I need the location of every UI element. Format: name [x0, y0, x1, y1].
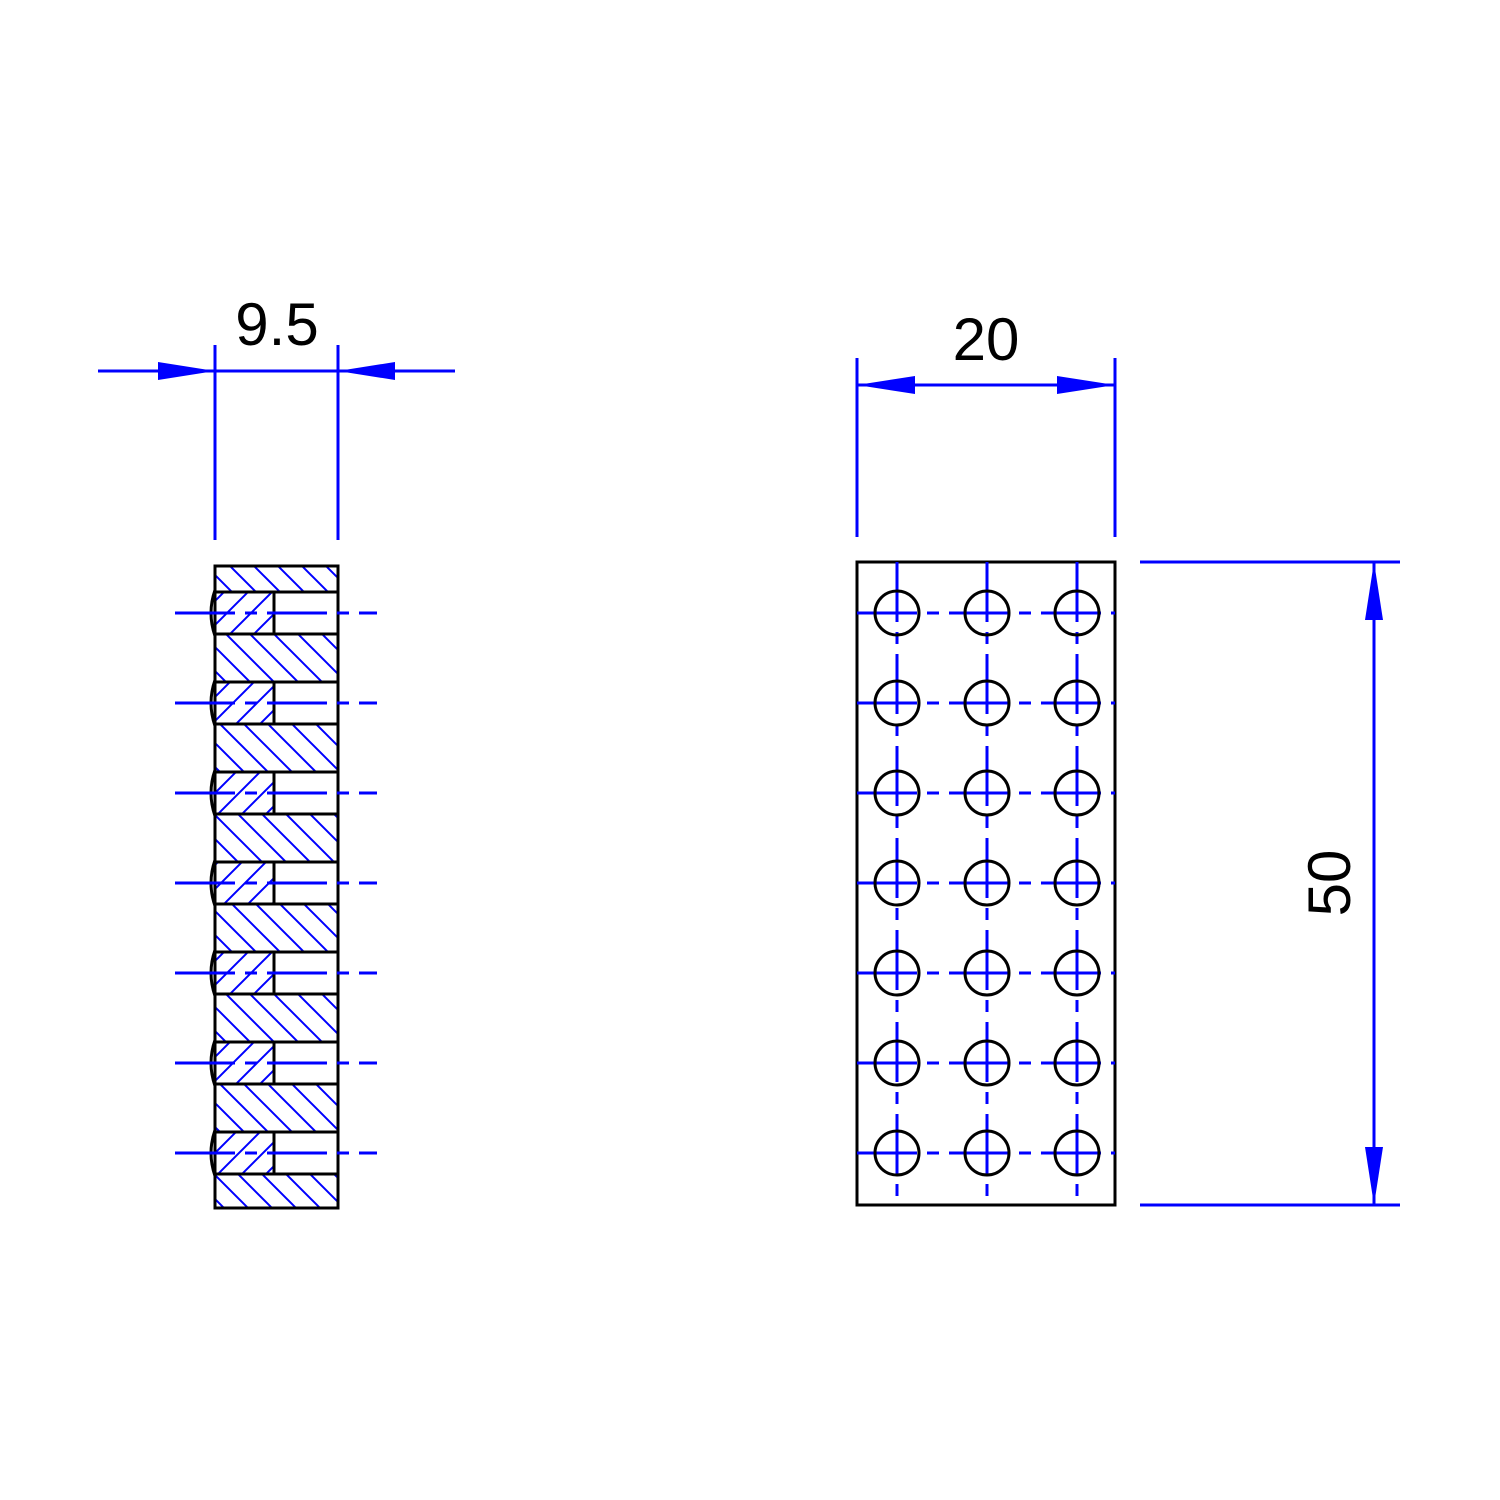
hole-circle — [873, 1039, 921, 1087]
side-outline — [213, 564, 340, 1210]
hole-circle — [963, 679, 1011, 727]
hole-circle — [963, 859, 1011, 907]
hole-circle — [1053, 949, 1101, 997]
arrowhead-left — [857, 376, 915, 394]
front-centerlines — [857, 562, 1115, 1205]
hole-circle — [963, 769, 1011, 817]
front-height-dimension: 50 — [1140, 560, 1400, 1207]
arrowhead-right — [1057, 376, 1115, 394]
arrowhead-left — [158, 362, 215, 380]
front-width-dimension: 20 — [855, 306, 1117, 537]
hole-circle — [1053, 589, 1101, 637]
arrowhead-bottom — [1365, 1147, 1383, 1205]
hole-circle — [873, 589, 921, 637]
front-width-label: 20 — [953, 306, 1020, 373]
side-centerlines — [175, 611, 377, 1155]
hole-circle — [873, 859, 921, 907]
hole-circle — [963, 1129, 1011, 1177]
hole-circle — [873, 679, 921, 727]
side-width-label: 9.5 — [235, 291, 318, 358]
arrowhead-top — [1365, 562, 1383, 620]
side-body — [209, 564, 340, 1210]
side-width-dimension: 9.5 — [98, 291, 455, 540]
hole-circle — [963, 589, 1011, 637]
hole-circle — [873, 1129, 921, 1177]
hole-circle — [1053, 769, 1101, 817]
hole-circle — [963, 949, 1011, 997]
arrowhead-right — [338, 362, 395, 380]
front-height-label: 50 — [1296, 850, 1363, 917]
hole-circle — [1053, 859, 1101, 907]
hole-circle — [1053, 1129, 1101, 1177]
hole-circle — [1053, 679, 1101, 727]
hole-circle — [873, 769, 921, 817]
side-section-view — [175, 564, 377, 1210]
hole-circle — [963, 1039, 1011, 1087]
hole-circle — [873, 949, 921, 997]
hole-circle — [1053, 1039, 1101, 1087]
front-view — [855, 560, 1117, 1207]
front-holes — [873, 589, 1101, 1177]
